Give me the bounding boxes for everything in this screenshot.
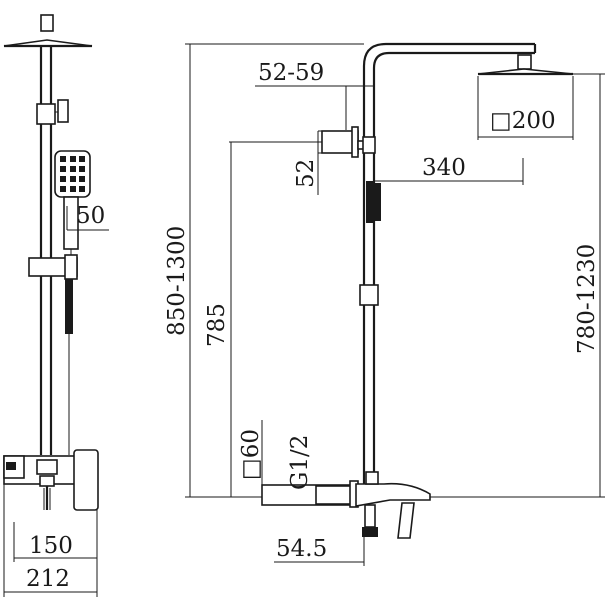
dim-holder-position-label: 785 — [204, 303, 230, 347]
dim-inlet-offset: 54.5 — [274, 536, 365, 566]
dim-head-height: 780-1230 — [430, 73, 605, 498]
side-slide-holder — [28, 254, 78, 280]
dim-holder-position: 785 — [204, 141, 322, 497]
dim-inlet-offset-label: 54.5 — [276, 536, 327, 562]
dim-arm-offset-label: 52-59 — [258, 60, 324, 86]
front-shower-head — [477, 54, 574, 76]
dim-head-size-label: □200 — [490, 108, 556, 134]
side-wall-bracket — [36, 99, 69, 125]
dim-total-height-label: 850-1300 — [164, 226, 190, 336]
side-shower-head — [3, 14, 93, 48]
dim-head-size: □200 — [477, 76, 574, 140]
dim-arm-reach: 340 — [374, 155, 524, 185]
front-mixer — [261, 471, 431, 539]
front-slide-holder — [359, 284, 379, 306]
dim-holder-height-label: 52 — [293, 159, 319, 188]
dim-hand-shower-offset: 50 — [66, 203, 109, 231]
front-hand-shower — [366, 181, 381, 290]
side-hose — [65, 279, 73, 455]
dim-arm-offset: 52-59 — [255, 60, 374, 130]
front-wall-bracket — [321, 126, 376, 158]
side-view: 50 150 212 — [3, 14, 109, 597]
dim-arm-reach-label: 340 — [422, 155, 466, 181]
front-view: 52-59 52 340 □200 850-1300 — [164, 42, 605, 566]
dim-inlet-thread-label: G1/2 — [287, 435, 313, 490]
dim-total-height: 850-1300 — [164, 43, 364, 498]
dim-inlet-thread: G1/2 — [287, 435, 313, 490]
dim-mixer-depth-label: 150 — [29, 533, 73, 559]
hand-shower-nozzles — [60, 156, 85, 192]
dim-mixer-depth: 150 — [13, 510, 98, 562]
side-mixer-body — [3, 449, 99, 511]
dim-hand-shower-offset-label: 50 — [76, 203, 105, 229]
dim-mixer-width: 212 — [3, 484, 98, 597]
dim-spout-size: □60 — [238, 420, 264, 485]
front-riser-pipe — [362, 42, 537, 486]
dim-head-height-label: 780-1230 — [574, 244, 600, 354]
dim-spout-size-label: □60 — [238, 429, 264, 480]
dim-mixer-width-label: 212 — [26, 566, 70, 592]
